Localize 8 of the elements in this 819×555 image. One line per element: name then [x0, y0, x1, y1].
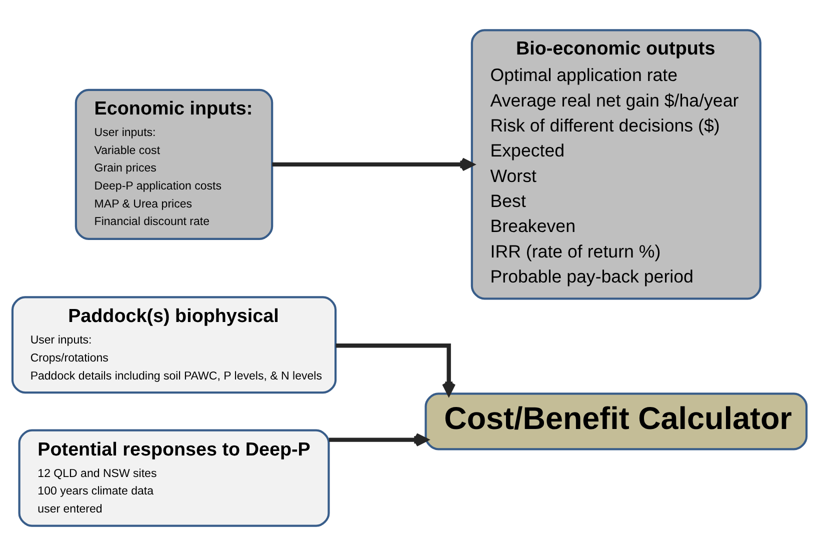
- arrow: [272, 157, 474, 171]
- arrow: [328, 432, 428, 446]
- node-box: Economic inputs: User inputs: Variable cost Grain prices Deep-P application costs MAP & Urea prices Financial discount rate: [74, 88, 274, 240]
- arrow: [336, 343, 456, 395]
- node-box: Potential responses to Deep-P 12 QLD and NSW sites 100 years climate data user entered: [18, 428, 330, 526]
- node-box: Bio-economic outputs Optimal application rate Average real net gain $/ha/year Risk of different decisions ($) Expected Worst Best Breakeven IRR (rate of return %) Probable pay-back period: [470, 28, 762, 300]
- node-box: Cost/Benefit Calculator: [424, 392, 808, 450]
- node-box: Paddock(s) biophysical User inputs: Crops/rotations Paddock details including soil PAWC, P levels, & N levels: [11, 296, 337, 394]
